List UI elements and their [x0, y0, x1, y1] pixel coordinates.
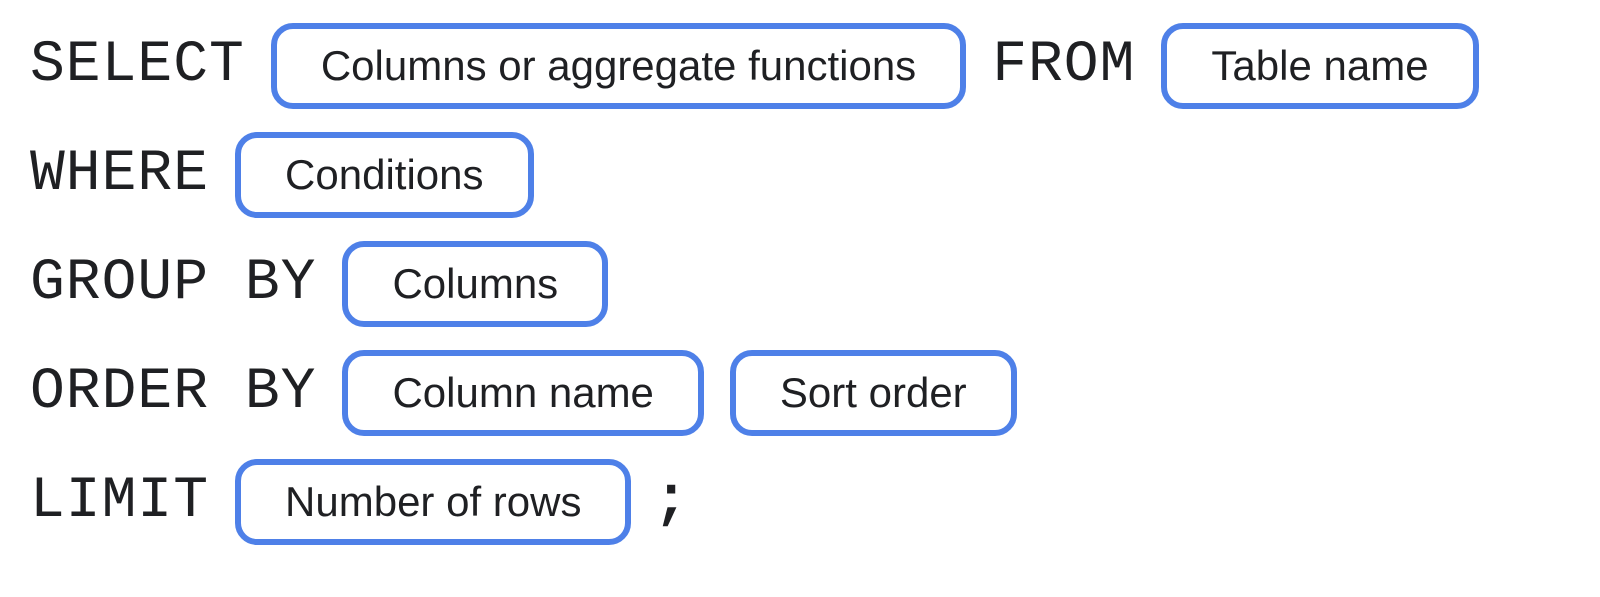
sql-keyword-from: FROM: [992, 33, 1136, 98]
statement-line-limit: LIMIT Number of rows ;: [30, 457, 1600, 547]
placeholder-box-column-name: Column name: [342, 349, 704, 437]
statement-line-order-by: ORDER BY Column name Sort order: [30, 348, 1600, 438]
sql-keyword-limit: LIMIT: [30, 469, 210, 534]
statement-line-select: SELECT Columns or aggregate functions FR…: [30, 21, 1600, 111]
placeholder-box-sort-order: Sort order: [729, 349, 1017, 437]
statement-line-group-by: GROUP BY Columns: [30, 239, 1600, 329]
statement-terminator-semicolon: ;: [653, 469, 689, 534]
sql-keyword-select: SELECT: [30, 33, 245, 98]
placeholder-box-columns-or-aggregate-functions: Columns or aggregate functions: [270, 22, 967, 110]
sql-keyword-order-by: ORDER BY: [30, 360, 317, 425]
sql-syntax-diagram: SELECT Columns or aggregate functions FR…: [30, 21, 1600, 547]
sql-keyword-where: WHERE: [30, 142, 210, 207]
placeholder-box-number-of-rows: Number of rows: [235, 458, 632, 546]
placeholder-box-conditions: Conditions: [235, 131, 534, 219]
sql-keyword-group-by: GROUP BY: [30, 251, 317, 316]
statement-line-where: WHERE Conditions: [30, 130, 1600, 220]
placeholder-box-table-name: Table name: [1161, 22, 1479, 110]
placeholder-box-columns: Columns: [342, 240, 609, 328]
